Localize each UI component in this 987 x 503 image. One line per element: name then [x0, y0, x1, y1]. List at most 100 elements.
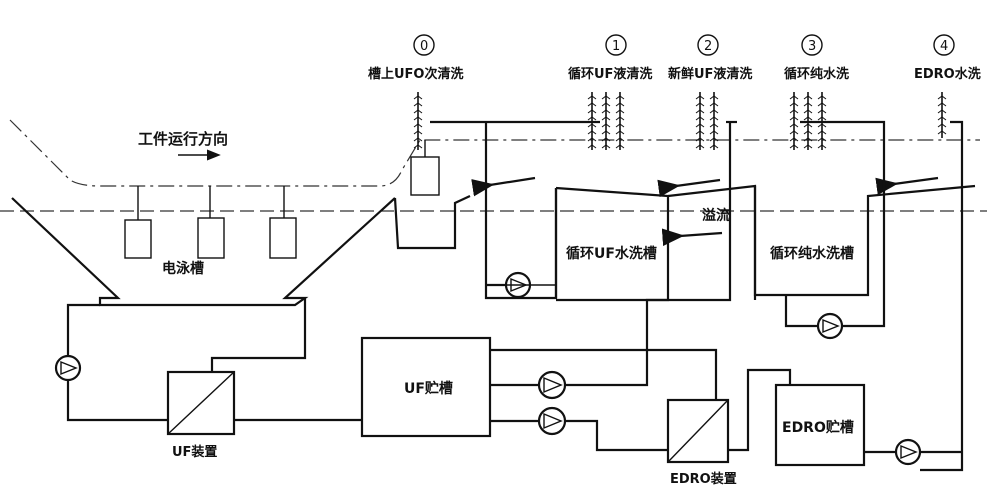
- spray-nozzle: [591, 109, 597, 114]
- spray-nozzle: [587, 95, 593, 100]
- spray-nozzle: [619, 130, 625, 135]
- ep-tank: [11, 197, 396, 307]
- svg-text:3: 3: [808, 39, 816, 54]
- spray-nozzle: [709, 130, 715, 135]
- spray-nozzle: [793, 109, 799, 114]
- spray-nozzle: [793, 116, 799, 121]
- svg-text:槽上UFO次清洗: 槽上UFO次清洗: [368, 66, 464, 82]
- spray-nozzle: [817, 130, 823, 135]
- spray-nozzle: [807, 123, 813, 128]
- spray-nozzle: [615, 116, 621, 121]
- spray-nozzle: [699, 116, 705, 121]
- spray-nozzle: [807, 130, 813, 135]
- spray-nozzle: [413, 144, 419, 149]
- spray-nozzle: [821, 102, 827, 107]
- spray-nozzle: [417, 130, 423, 135]
- spray-nozzle: [591, 123, 597, 128]
- spray-nozzle: [413, 116, 419, 121]
- spray-nozzle: [619, 137, 625, 142]
- spray-nozzle: [587, 102, 593, 107]
- svg-text:4: 4: [940, 39, 948, 54]
- stage-2: 2 新鲜UF液清洗: [668, 34, 752, 82]
- pure-wash-loop: [784, 196, 886, 328]
- stage-3: 3 循环纯水洗: [784, 34, 849, 82]
- spray-nozzle: [821, 137, 827, 142]
- spray-nozzle: [789, 137, 795, 142]
- spray-nozzle: [601, 130, 607, 135]
- ep-recirc: [66, 303, 168, 422]
- spray-nozzle: [699, 102, 705, 107]
- spray-nozzle: [413, 123, 419, 128]
- spray-nozzle: [413, 109, 419, 114]
- spray-nozzle: [821, 95, 827, 100]
- spray-nozzle: [941, 95, 947, 100]
- svg-text:循环纯水洗: 循环纯水洗: [784, 66, 849, 82]
- spray-nozzle: [619, 144, 625, 149]
- spray-nozzle: [807, 102, 813, 107]
- uf-storage-label: UF贮槽: [404, 380, 453, 397]
- spray-nozzle: [821, 116, 827, 121]
- edro-device: [666, 398, 730, 464]
- stage-4: 4 EDRO水洗: [914, 34, 981, 82]
- spray-nozzle: [937, 116, 943, 121]
- spray-nozzle: [615, 95, 621, 100]
- spray-nozzle: [413, 102, 419, 107]
- spray-nozzle: [587, 130, 593, 135]
- spray-nozzle: [817, 144, 823, 149]
- spray-nozzle: [615, 102, 621, 107]
- spray-nozzle: [821, 109, 827, 114]
- spray-nozzle: [591, 144, 597, 149]
- spray-nozzle: [699, 95, 705, 100]
- spray-nozzle: [695, 95, 701, 100]
- spray-nozzle: [793, 102, 799, 107]
- hanger-0: [410, 140, 440, 196]
- spray-nozzle: [615, 144, 621, 149]
- spray-nozzle: [695, 144, 701, 149]
- spray-nozzle: [803, 95, 809, 100]
- spray-nozzle: [591, 95, 597, 100]
- spray-nozzle: [601, 116, 607, 121]
- spray-nozzle: [591, 102, 597, 107]
- hanger-1: [124, 186, 152, 259]
- spray-nozzle: [417, 137, 423, 142]
- svg-text:新鲜UF液清洗: 新鲜UF液清洗: [668, 66, 752, 82]
- spray-nozzle: [817, 123, 823, 128]
- spray-nozzle: [793, 123, 799, 128]
- spray-nozzle: [793, 144, 799, 149]
- spray-nozzle: [789, 102, 795, 107]
- direction-label: 工件运行方向: [138, 130, 228, 148]
- spray-nozzle: [803, 102, 809, 107]
- svg-text:2: 2: [704, 39, 712, 54]
- spray-nozzle: [413, 95, 419, 100]
- hanger-2: [197, 186, 225, 259]
- spray-nozzle: [937, 123, 943, 128]
- pump-edro: [894, 438, 922, 466]
- spray-nozzle: [789, 130, 795, 135]
- spray-nozzle: [605, 144, 611, 149]
- spray-nozzle: [821, 130, 827, 135]
- spray-nozzle: [413, 130, 419, 135]
- spray-nozzle: [601, 144, 607, 149]
- spray-nozzle: [941, 109, 947, 114]
- spray-nozzle: [605, 109, 611, 114]
- spray-nozzle: [619, 123, 625, 128]
- spray-nozzle: [821, 123, 827, 128]
- spray-nozzle: [713, 116, 719, 121]
- spray-nozzle: [587, 116, 593, 121]
- spray-nozzle: [417, 116, 423, 121]
- spray-nozzle: [803, 144, 809, 149]
- uf-wash-tank-label: 循环UF水洗槽: [566, 245, 657, 262]
- spray-nozzle: [709, 109, 715, 114]
- flow-arrow-1: [471, 176, 536, 197]
- pump-uf-storage-2: [537, 406, 567, 436]
- overflow-wall-1: [554, 186, 670, 302]
- uf-device: [166, 370, 236, 436]
- spray-nozzle: [619, 116, 625, 121]
- edro-storage: [774, 383, 866, 467]
- spray-nozzle: [417, 144, 423, 149]
- uf-to-ep: [210, 298, 307, 372]
- spray-nozzle: [605, 116, 611, 121]
- spray-nozzle: [695, 109, 701, 114]
